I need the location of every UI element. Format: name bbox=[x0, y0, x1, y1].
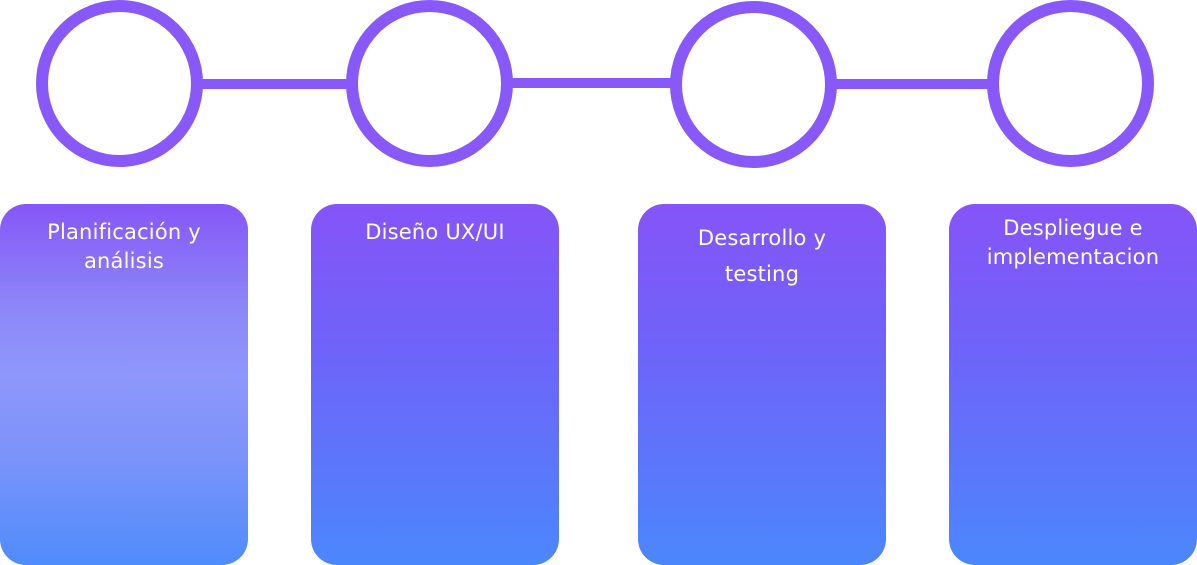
step-card-title: Diseño UX/UI bbox=[365, 220, 505, 244]
step-card-title: Despliegue e implementacion bbox=[986, 216, 1160, 269]
step-circle-2 bbox=[346, 0, 513, 167]
step-card-title: Desarrollo y testing bbox=[697, 226, 827, 286]
connector-line-3 bbox=[832, 79, 994, 89]
step-card-2: Diseño UX/UI bbox=[311, 204, 559, 565]
step-card-4: Despliegue e implementacion bbox=[949, 204, 1197, 565]
connector-line-2 bbox=[506, 78, 680, 88]
step-card-1: Planificación y análisis bbox=[0, 204, 248, 565]
step-card-3: Desarrollo y testing bbox=[638, 204, 886, 565]
step-circle-4 bbox=[987, 0, 1154, 167]
connector-line-1 bbox=[196, 79, 358, 89]
step-card-title: Planificación y análisis bbox=[47, 220, 201, 273]
step-circle-1 bbox=[36, 0, 203, 167]
step-circle-3 bbox=[670, 1, 837, 168]
